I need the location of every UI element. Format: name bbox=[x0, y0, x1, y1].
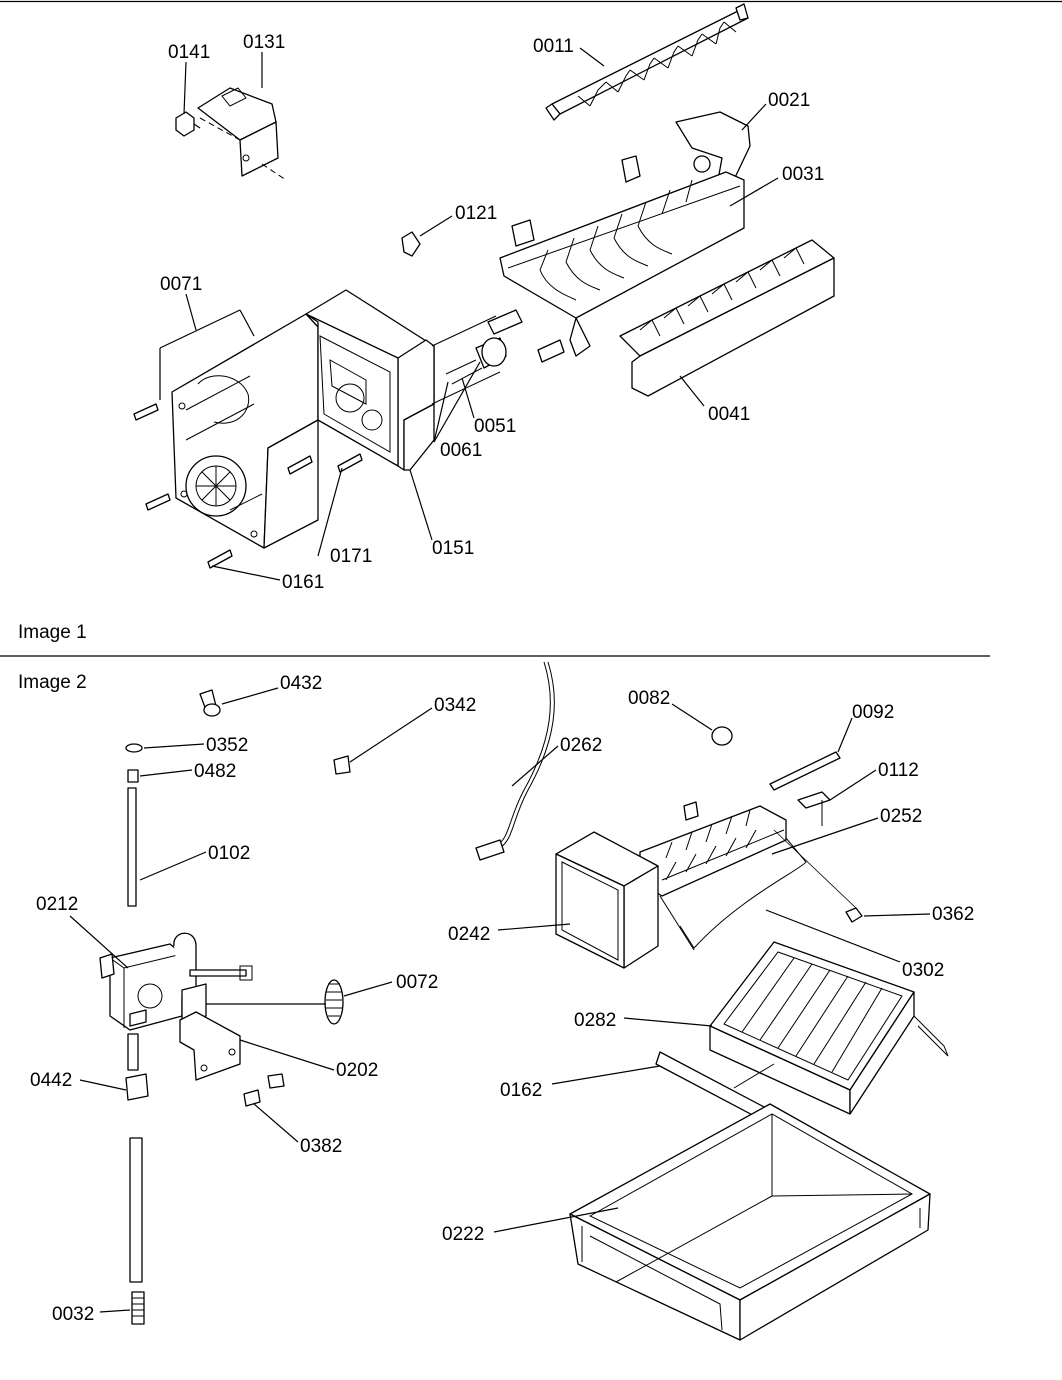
part-0442-nut bbox=[125, 1033, 149, 1101]
label-0302: 0302 bbox=[902, 960, 944, 981]
part-0032-fitting bbox=[131, 1291, 145, 1325]
label-0161: 0161 bbox=[282, 572, 324, 593]
label-0141: 0141 bbox=[168, 42, 210, 63]
label-0092: 0092 bbox=[852, 702, 894, 723]
part-0051-0061-shaft bbox=[445, 309, 565, 385]
label-0082: 0082 bbox=[628, 688, 670, 709]
label-0011: 0011 bbox=[533, 36, 574, 57]
section-title-image-2: Image 2 bbox=[18, 672, 87, 693]
label-0051: 0051 bbox=[474, 416, 516, 437]
part-0102-tube bbox=[127, 787, 137, 907]
part-0072-strainer bbox=[324, 979, 344, 1025]
part-screws-image-1 bbox=[133, 403, 363, 569]
label-0061: 0061 bbox=[440, 440, 482, 461]
part-0112-bracket bbox=[797, 791, 831, 826]
part-0092-rod bbox=[769, 751, 841, 791]
label-0242: 0242 bbox=[448, 924, 490, 945]
label-0252: 0252 bbox=[880, 806, 922, 827]
label-0382: 0382 bbox=[300, 1136, 342, 1157]
part-0382-screws bbox=[243, 1073, 285, 1107]
label-0121: 0121 bbox=[455, 203, 497, 224]
label-0131: 0131 bbox=[243, 32, 285, 53]
part-0202-bracket bbox=[179, 1011, 241, 1081]
part-0212-water-valve bbox=[99, 932, 253, 1031]
label-0342: 0342 bbox=[434, 695, 476, 716]
part-0131-cover bbox=[197, 87, 287, 181]
label-0222: 0222 bbox=[442, 1224, 484, 1245]
label-0282: 0282 bbox=[574, 1010, 616, 1031]
label-0112: 0112 bbox=[878, 760, 919, 781]
part-0222-ice-bucket bbox=[569, 1103, 931, 1341]
part-0432-cap bbox=[199, 689, 221, 717]
part-0141-screw bbox=[175, 111, 201, 137]
label-0071: 0071 bbox=[160, 274, 202, 295]
image-1-drawing: 0141 0131 0011 0021 003 bbox=[133, 3, 835, 593]
image-2-drawing: 0432 0352 0482 0102 0342 0212 bbox=[30, 661, 974, 1341]
part-0362-screw bbox=[773, 829, 863, 923]
part-0031-mold bbox=[499, 155, 745, 357]
part-0041-rack bbox=[619, 239, 835, 397]
label-0151: 0151 bbox=[432, 538, 474, 559]
label-0262: 0262 bbox=[560, 735, 602, 756]
part-0071-motor-module bbox=[171, 313, 319, 549]
label-0031: 0031 bbox=[782, 164, 824, 185]
label-0482: 0482 bbox=[194, 761, 236, 782]
label-0041: 0041 bbox=[708, 404, 750, 425]
label-0442: 0442 bbox=[30, 1070, 72, 1091]
label-0032: 0032 bbox=[52, 1304, 94, 1325]
label-0102: 0102 bbox=[208, 843, 250, 864]
part-0352-ring bbox=[125, 743, 143, 753]
label-0362: 0362 bbox=[932, 904, 974, 925]
part-0082-cap bbox=[711, 726, 733, 746]
part-0011-ejector bbox=[545, 3, 749, 121]
label-0021: 0021 bbox=[768, 90, 810, 111]
part-0262-wire-harness bbox=[475, 661, 555, 861]
label-0162: 0162 bbox=[500, 1080, 542, 1101]
part-0121-clip bbox=[401, 231, 421, 257]
part-0252-ice-maker-assembly bbox=[639, 801, 807, 951]
part-0151-housing bbox=[305, 289, 501, 471]
part-0482-sleeve bbox=[127, 769, 139, 783]
part-lower-tube bbox=[129, 1137, 143, 1283]
label-0072: 0072 bbox=[396, 972, 438, 993]
label-0212: 0212 bbox=[36, 894, 78, 915]
section-title-image-1: Image 1 bbox=[18, 622, 87, 643]
part-0342-clip bbox=[333, 755, 351, 775]
part-0282-ice-tray bbox=[709, 941, 949, 1115]
label-0171: 0171 bbox=[330, 546, 372, 567]
part-0242-front-cover bbox=[555, 831, 659, 969]
label-0202: 0202 bbox=[336, 1060, 378, 1081]
label-0352: 0352 bbox=[206, 735, 248, 756]
label-0432: 0432 bbox=[280, 673, 322, 694]
